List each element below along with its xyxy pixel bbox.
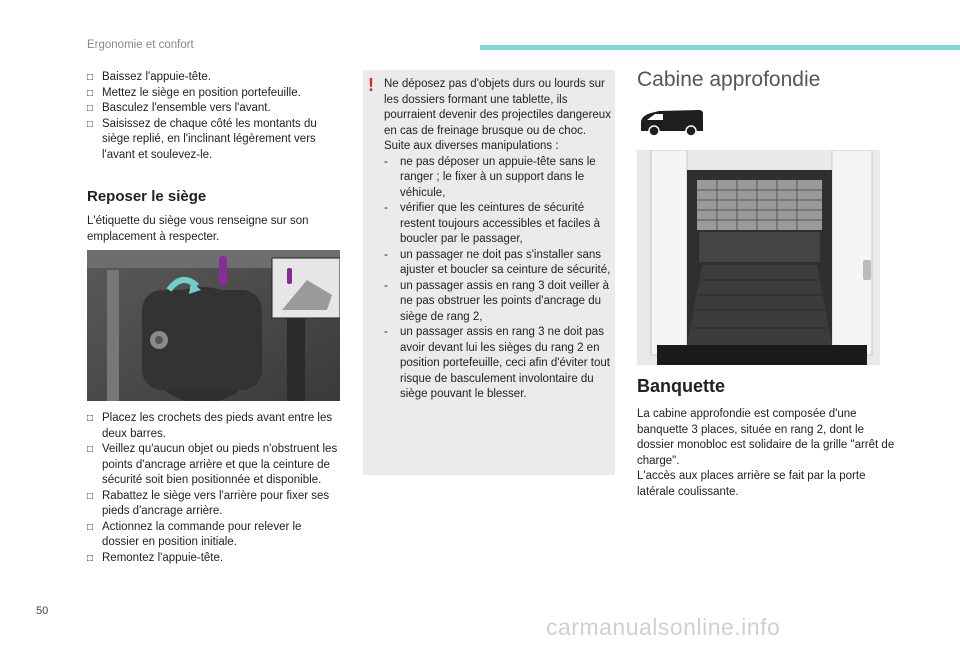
header-accent-bar	[480, 45, 960, 50]
bullet-icon: □	[87, 87, 94, 99]
list-item: -un passager ne doit pas s'installer san…	[384, 248, 611, 277]
warning-intro: Ne déposez pas d'objets durs ou lourds s…	[384, 78, 611, 137]
page-number: 50	[36, 605, 49, 617]
banquette-description: La cabine approfondie est composée d'une…	[637, 407, 895, 500]
warning-icon: !	[368, 75, 374, 95]
list-item: □Saisissez de chaque côté les montants d…	[87, 117, 317, 161]
list-item: -un passager assis en rang 3 ne doit pas…	[384, 326, 610, 400]
list-item: □Remontez l'appuie-tête.	[87, 551, 340, 567]
bullet-icon: □	[87, 444, 94, 455]
warning-lead: Suite aux diverses manipulations :	[384, 140, 559, 152]
bullet-icon: □	[87, 72, 94, 83]
warning-list: -ne pas déposer un appuie-tête sans le r…	[384, 155, 612, 403]
list-item: -vérifier que les ceintures de sécurité …	[384, 202, 601, 245]
section-heading-reposer: Reposer le siège	[87, 188, 207, 205]
list-item: □Actionnez la commande pour relever le d…	[87, 520, 302, 549]
bullet-icon: □	[87, 103, 94, 114]
seat-anchor-image	[87, 250, 340, 401]
steps-install-list: □Placez les crochets des pieds avant ent…	[87, 411, 340, 566]
van-rear-cargo-image	[637, 150, 880, 365]
banquette-paragraph: L'accès aux places arrière se fait par l…	[637, 470, 866, 498]
bullet-icon: □	[87, 490, 94, 502]
banquette-paragraph: La cabine approfondie est composée d'une…	[637, 408, 895, 467]
watermark: carmanualsonline.info	[546, 614, 781, 640]
van-silhouette-icon	[641, 110, 703, 137]
list-item: □Veillez qu'aucun objet ou pieds n'obstr…	[87, 443, 338, 486]
list-item: □Baissez l'appuie-tête.	[87, 70, 337, 86]
bullet-icon: □	[87, 118, 94, 130]
list-item: □Placez les crochets des pieds avant ent…	[87, 412, 333, 440]
list-item: □Basculez l'ensemble vers l'avant.	[87, 101, 337, 117]
warning-text: Ne déposez pas d'objets durs ou lourds s…	[384, 77, 612, 403]
list-item: -ne pas déposer un appuie-tête sans le r…	[384, 155, 596, 199]
list-item: □Rabattez le siège vers l'arrière pour f…	[87, 489, 330, 518]
reposer-intro: L'étiquette du siège vous renseigne sur …	[87, 215, 309, 243]
page-title: Cabine approfondie	[637, 68, 821, 91]
list-item: -un passager assis en rang 3 doit veille…	[384, 279, 610, 323]
section-header: Ergonomie et confort	[87, 39, 194, 51]
warning-box	[363, 70, 615, 475]
list-item: □Mettez le siège en position portefeuill…	[87, 86, 337, 102]
bullet-icon: □	[87, 521, 94, 533]
section-heading-banquette: Banquette	[637, 376, 726, 396]
bullet-icon: □	[87, 552, 94, 564]
steps-remove-list: □Baissez l'appuie-tête. □Mettez le siège…	[87, 70, 337, 163]
bullet-icon: □	[87, 413, 94, 424]
